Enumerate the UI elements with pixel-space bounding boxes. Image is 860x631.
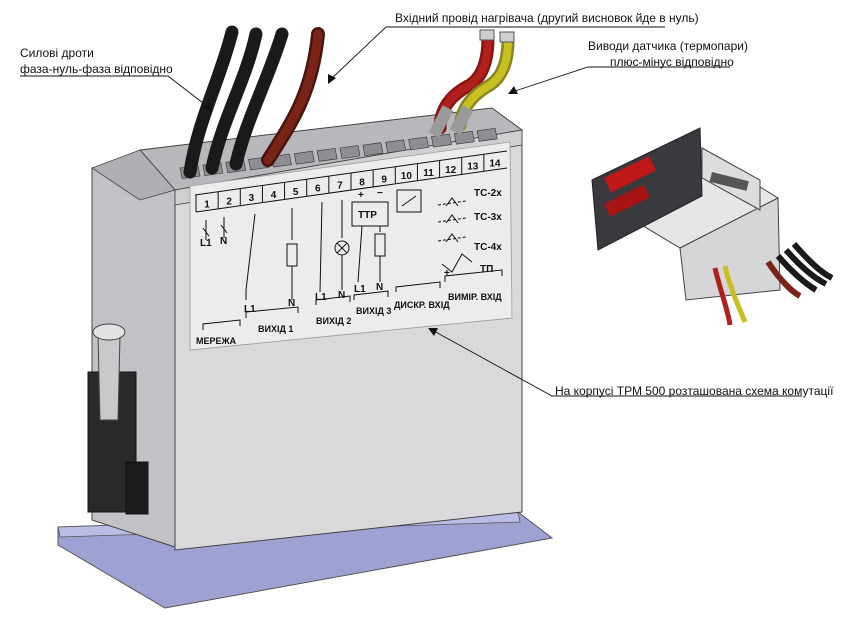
label-minus-out3: −	[377, 188, 383, 199]
label-network: МЕРЕЖА	[196, 336, 237, 346]
label-tc2: ТС-2х	[474, 188, 502, 199]
terminal-number: 14	[489, 159, 501, 170]
terminal-number: 12	[445, 165, 457, 176]
callout-heater-wire: Вхідний провід нагрівача (другий висново…	[395, 11, 699, 25]
label-measure: ВИМІР. ВХІД	[448, 292, 502, 302]
terminal-number: 5	[293, 187, 299, 198]
terminal-number: 2	[226, 196, 232, 207]
label-tp: ТП	[480, 264, 493, 275]
terminal-number: 4	[271, 190, 277, 201]
callout-schematic: На корпусі ТРМ 500 розташована схема ком…	[555, 384, 834, 398]
heater-wire	[261, 27, 325, 167]
inset-device	[591, 127, 834, 326]
terminal-number: 3	[249, 193, 255, 204]
label-l1-out2: L1	[315, 292, 327, 303]
callout-arrowheads	[204, 74, 518, 336]
label-plus-out3: +	[358, 190, 364, 201]
terminal-slot	[408, 136, 429, 151]
label-out1: ВИХІД 1	[258, 324, 293, 334]
terminal-slot	[316, 148, 338, 162]
label-tc4: ТС-4х	[474, 242, 502, 253]
label-tc3: ТС-3х	[474, 212, 502, 223]
callout-leaders	[20, 26, 802, 397]
label-n-out1: N	[288, 298, 295, 309]
terminal-slot	[431, 133, 452, 148]
sensor-wires	[428, 29, 515, 138]
label-discrete: ДИСКР. ВХІД	[394, 300, 450, 310]
terminal-slot	[362, 142, 384, 156]
terminal-number: 13	[467, 162, 479, 173]
callout-power-wires-line1: Силові дроти	[20, 46, 94, 60]
terminal-slot	[339, 145, 361, 159]
terminal-number: 11	[423, 168, 434, 179]
terminal-number: 1	[204, 199, 210, 210]
label-l1-out1: L1	[244, 304, 256, 315]
mounting-latch	[87, 323, 149, 515]
label-ttr: ТТР	[358, 210, 377, 221]
terminal-slot	[385, 139, 407, 154]
schematic-lines	[202, 189, 503, 330]
label-out3: ВИХІД 3	[356, 306, 391, 316]
label-l1-network: L1	[200, 238, 212, 249]
label-n-network: N	[220, 236, 227, 247]
schematic-labels: L1 N L1 N L1 N + − ТТР L1 N ТС-2х ТС-3х …	[196, 188, 502, 346]
label-n-out2: N	[338, 290, 345, 301]
callout-power-wires-line2: фаза-нуль-фаза відповідно	[20, 62, 173, 76]
terminal-slot	[293, 150, 315, 165]
terminal-slot	[476, 128, 498, 142]
terminal-number: 6	[315, 184, 321, 195]
terminal-number: 10	[401, 171, 413, 182]
power-wires	[183, 25, 289, 179]
terminal-slot	[453, 130, 475, 145]
label-l1-out3: L1	[354, 284, 366, 295]
terminal-number: 9	[381, 174, 387, 185]
callout-sensor-wires-line1: Виводи датчика (термопари)	[588, 39, 748, 53]
terminal-number: 8	[359, 177, 365, 188]
label-out2: ВИХІД 2	[316, 316, 351, 326]
label-tp-plus: +	[444, 268, 450, 279]
label-n-out3: N	[376, 282, 383, 293]
terminal-number: 7	[337, 181, 343, 192]
callout-sensor-wires-line2: плюс-мінус відповідно	[610, 55, 734, 69]
